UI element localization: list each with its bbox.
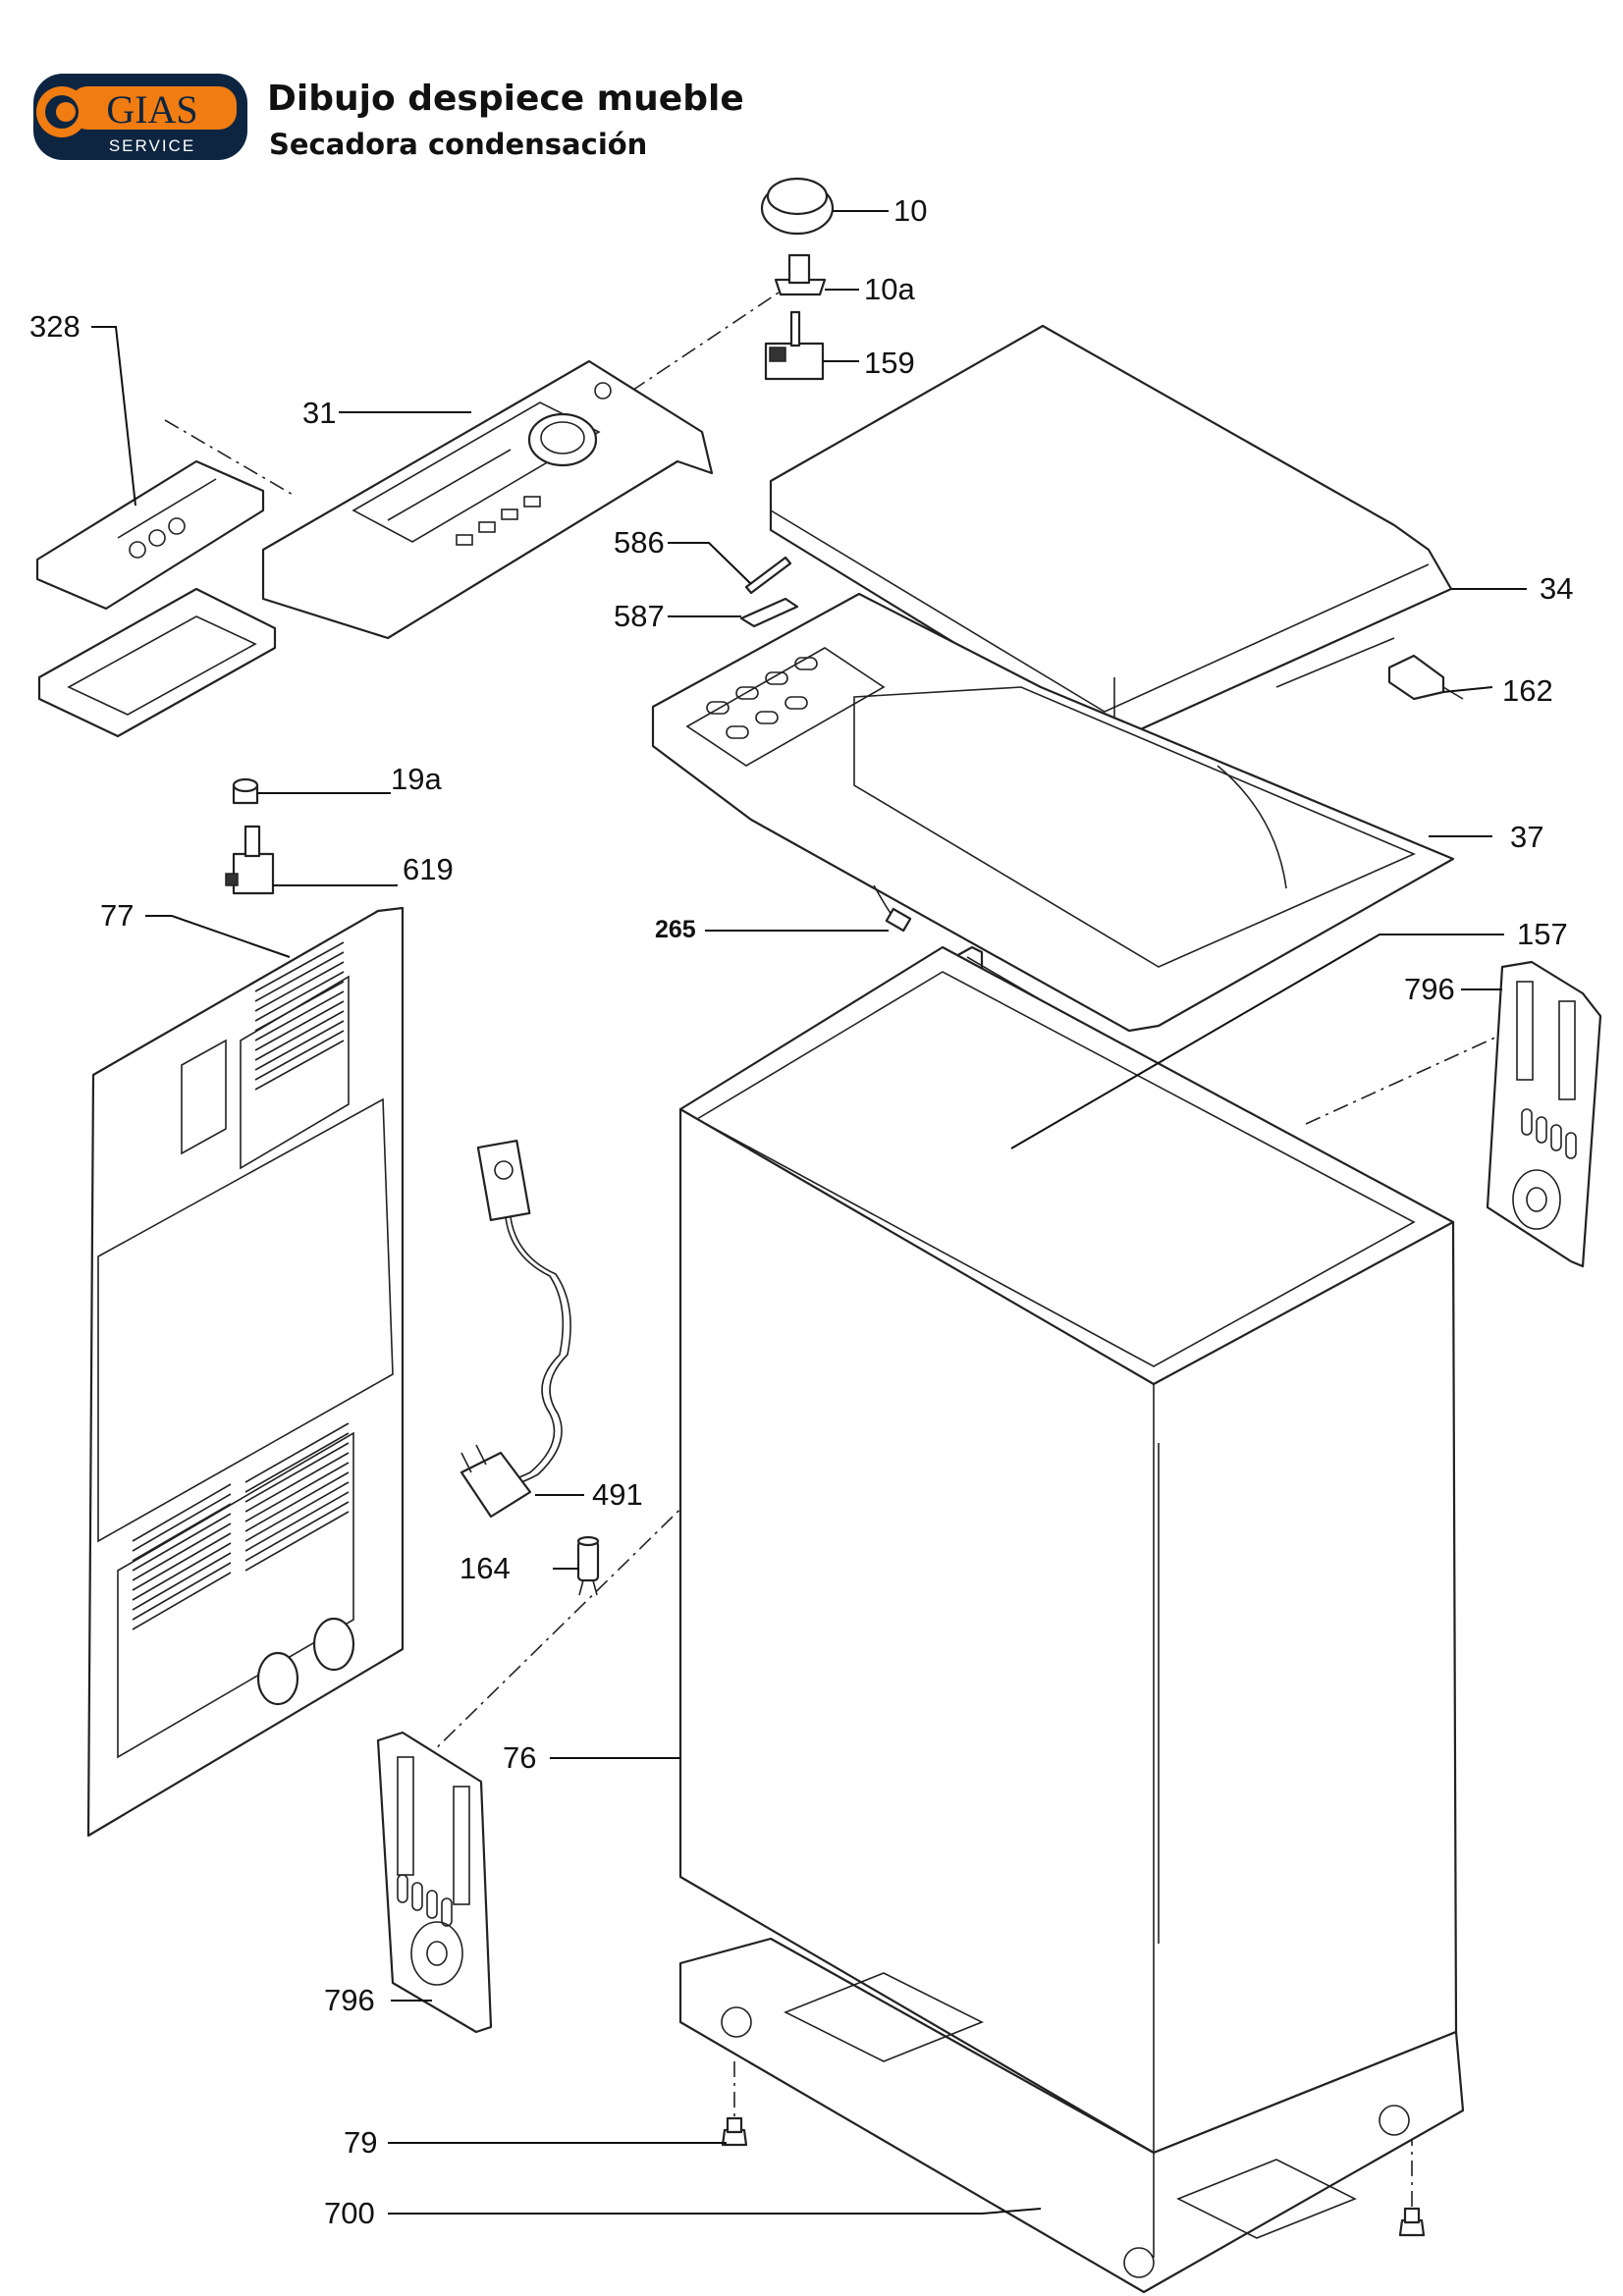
logo-tagline: SERVICE <box>109 136 195 155</box>
label-part-76: 76 <box>503 1740 537 1775</box>
button-cap-part <box>232 777 259 805</box>
selector-switch-part <box>764 310 825 381</box>
label-part-159: 159 <box>864 346 915 380</box>
leader-lines <box>91 210 1527 2215</box>
base-plate-part <box>678 1937 1465 2294</box>
label-part-587: 587 <box>614 599 665 633</box>
label-part-796-left: 796 <box>324 1983 375 2017</box>
assembly-line-right-bracket <box>1305 1020 1533 1125</box>
label-part-162: 162 <box>1502 673 1553 708</box>
label-part-265: 265 <box>655 916 696 943</box>
label-part-79: 79 <box>344 2125 378 2160</box>
page-subtitle: Secadora condensación <box>269 128 648 161</box>
label-part-328: 328 <box>29 309 81 344</box>
gias-service-logo: GIAS SERVICE <box>32 73 248 161</box>
label-part-157: 157 <box>1517 917 1568 951</box>
label-part-31: 31 <box>302 396 337 430</box>
rear-panel-part <box>86 906 405 1838</box>
control-panel-fascia-part <box>261 359 714 640</box>
page-title: Dibujo despiece mueble <box>267 79 744 119</box>
label-part-700: 700 <box>324 2196 375 2230</box>
main-cabinet-part <box>678 945 1458 2155</box>
assembly-line-knob <box>555 284 791 443</box>
label-part-77: 77 <box>100 898 135 933</box>
power-cord-part <box>460 1139 571 1519</box>
sensor-part <box>873 884 912 933</box>
label-part-491: 491 <box>592 1477 643 1512</box>
foot-right-part <box>1398 2207 1426 2237</box>
latch-part <box>1387 654 1464 701</box>
top-cover-part <box>769 324 1453 743</box>
label-part-586: 586 <box>614 525 665 560</box>
label-part-19a: 19a <box>391 762 442 796</box>
label-part-37: 37 <box>1510 820 1544 854</box>
capacitor-part <box>576 1535 600 1596</box>
label-part-164: 164 <box>460 1551 511 1585</box>
label-part-796-right: 796 <box>1404 972 1455 1006</box>
knob-part <box>760 177 835 236</box>
side-bracket-left-part <box>376 1731 493 2034</box>
assembly-line-pcb <box>164 419 296 497</box>
foot-left-part <box>721 2116 748 2147</box>
side-bracket-right-part <box>1486 960 1602 1268</box>
label-part-10: 10 <box>893 193 928 228</box>
knob-insert-part <box>774 253 827 296</box>
control-pcb-part <box>35 459 277 738</box>
label-part-10a: 10a <box>864 272 915 306</box>
hinge-bracket-part <box>739 597 799 628</box>
logo-brand-text: GIAS <box>106 87 197 132</box>
worktop-frame-part <box>651 592 1455 1033</box>
label-part-619: 619 <box>403 852 454 886</box>
assembly-line-left-bracket <box>421 1279 1022 1763</box>
push-switch-part <box>225 825 275 895</box>
hinge-pin-part <box>744 556 792 595</box>
label-part-34: 34 <box>1540 571 1574 606</box>
